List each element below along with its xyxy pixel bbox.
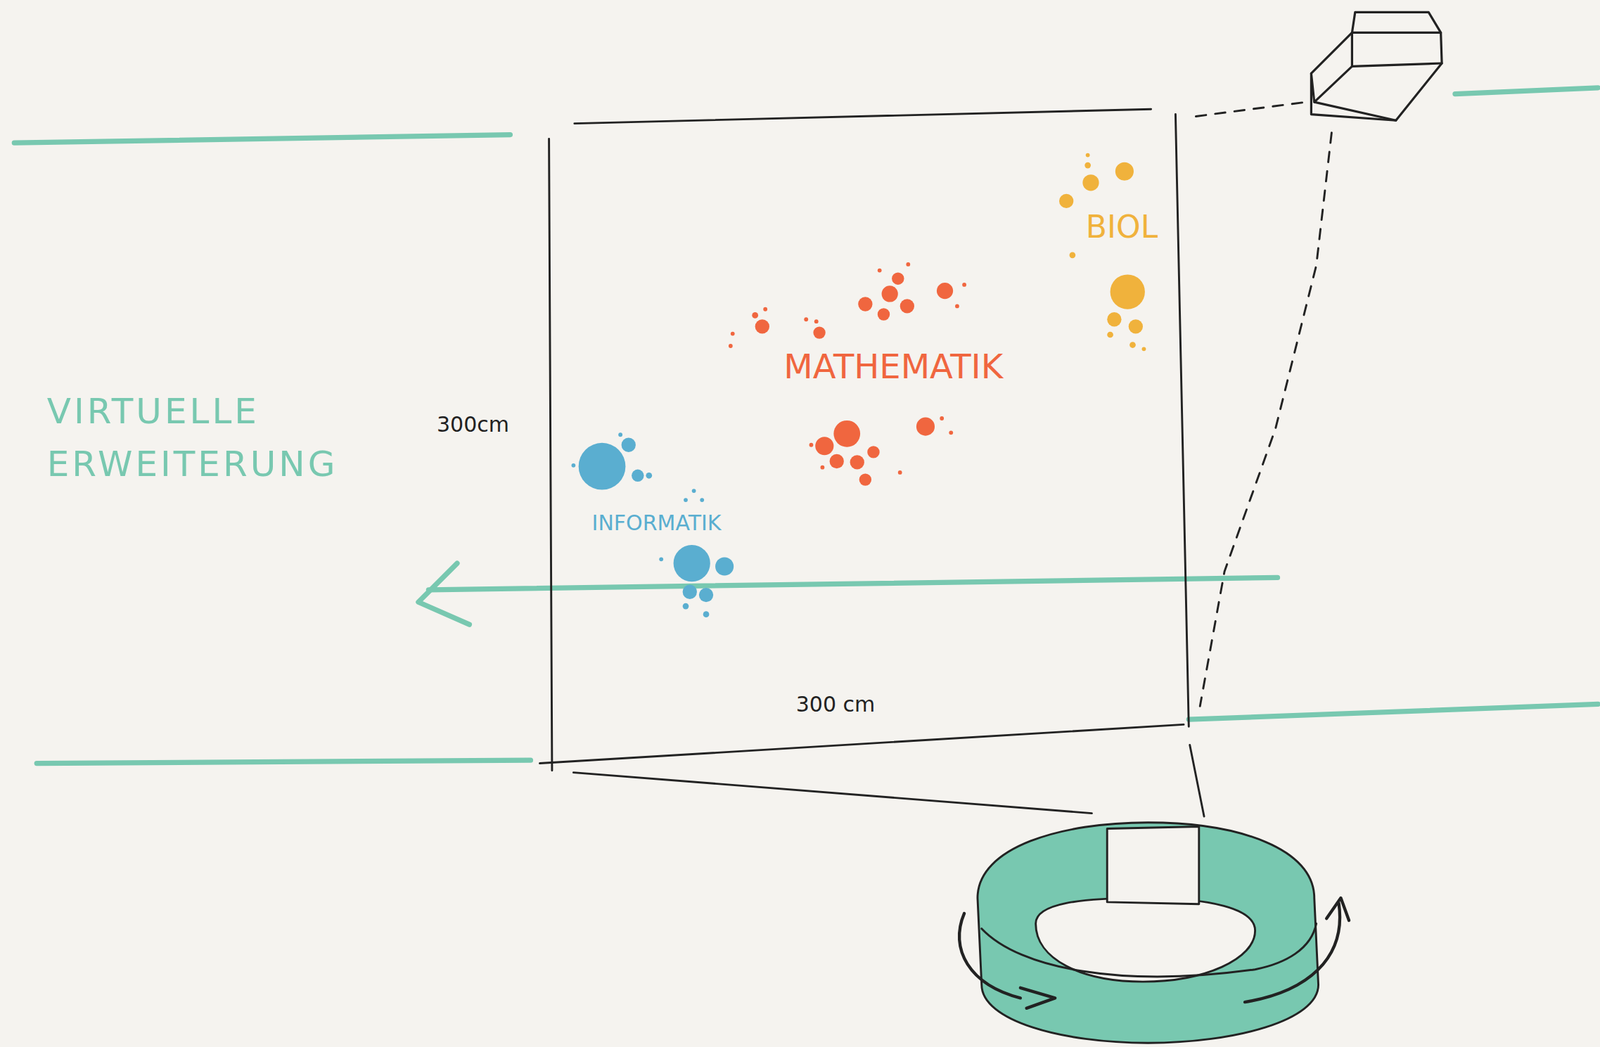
informatics-dots <box>571 432 735 618</box>
projection-square <box>540 109 1205 817</box>
turntable <box>959 822 1349 1043</box>
extension-lines <box>14 87 1598 764</box>
topic-label: INFORMATIK <box>592 510 722 536</box>
region-label: VIRTUELLE ERWEITERUNG <box>47 385 385 491</box>
dimension-label: 300 cm <box>796 692 876 717</box>
biology-dots <box>1059 153 1146 352</box>
projector <box>1310 11 1442 121</box>
topic-label: BIOL <box>1085 208 1158 245</box>
projection-rays <box>1195 101 1332 707</box>
topic-label: MATHEMATIK <box>783 346 1003 387</box>
dimension-label: 300cm <box>436 412 510 437</box>
